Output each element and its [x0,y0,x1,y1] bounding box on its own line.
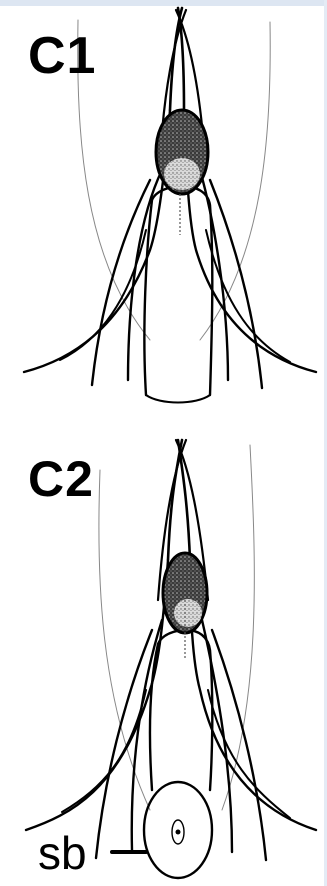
panel-label-c2: C2 [28,454,94,504]
c2-oval-light-region [174,599,202,627]
annotation-sb: sb [38,830,87,876]
c1-oval-light-region [164,158,200,190]
panel-label-c1: C1 [28,30,96,82]
